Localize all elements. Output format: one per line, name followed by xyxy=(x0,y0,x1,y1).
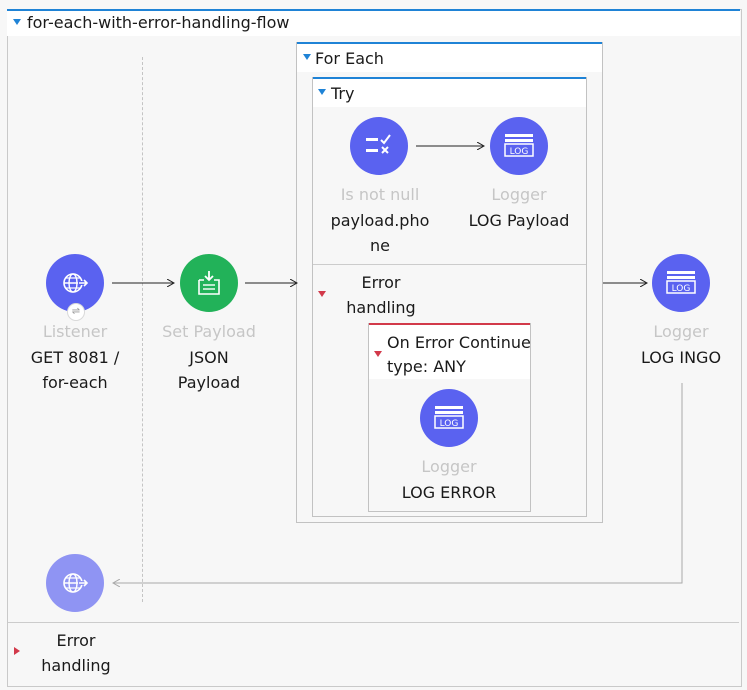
for-each-title: For Each xyxy=(315,49,384,68)
logger-icon: LOG xyxy=(666,271,696,294)
error-handling-divider xyxy=(8,622,739,623)
logger-error-category: Logger xyxy=(421,457,477,476)
collapse-triangle-icon[interactable] xyxy=(318,89,326,95)
for-each-header[interactable]: For Each xyxy=(297,42,602,72)
connector-return xyxy=(113,383,683,583)
is-not-null-node[interactable] xyxy=(350,117,408,175)
set-payload-node[interactable] xyxy=(180,254,238,312)
set-payload-name: JSON Payload xyxy=(177,348,241,392)
listener-category: Listener xyxy=(42,322,108,341)
try-title: Try xyxy=(331,84,355,103)
validation-icon xyxy=(366,134,391,154)
logger-error-node[interactable]: LOG xyxy=(420,389,478,447)
flow-error-handling-label[interactable]: Error handling xyxy=(41,631,111,675)
source-separator xyxy=(142,57,143,602)
is-not-null-category: Is not null xyxy=(340,185,420,204)
on-error-continue-title: On Error Continue xyxy=(387,333,531,352)
logger-payload-node[interactable]: LOG xyxy=(490,117,548,175)
set-payload-icon xyxy=(198,271,220,295)
set-payload-category: Set Payload xyxy=(162,322,256,341)
logger-payload-name: LOG Payload xyxy=(468,211,570,230)
collapse-triangle-icon[interactable] xyxy=(13,19,21,25)
globe-arrow-icon xyxy=(63,573,89,593)
listener-node[interactable] xyxy=(46,254,104,312)
logger-ingo-node[interactable]: LOG xyxy=(652,254,710,312)
svg-text:LOG: LOG xyxy=(440,419,459,429)
logger-payload-category: Logger xyxy=(491,185,547,204)
try-divider xyxy=(313,264,586,265)
flow-header[interactable]: for-each-with-error-handling-flow xyxy=(7,9,740,36)
collapse-triangle-icon[interactable] xyxy=(303,54,311,60)
flow-title: for-each-with-error-handling-flow xyxy=(27,13,290,32)
globe-arrow-icon xyxy=(63,273,89,293)
logger-icon: LOG xyxy=(504,134,534,157)
on-error-continue-type: type: ANY xyxy=(387,357,466,376)
logger-ingo-name: LOG INGO xyxy=(640,348,722,367)
inner-error-handling-label: Error handling xyxy=(346,273,416,317)
response-node[interactable] xyxy=(46,554,104,612)
logger-ingo-category: Logger xyxy=(653,322,709,341)
logger-error-name: LOG ERROR xyxy=(401,483,497,502)
svg-text:LOG: LOG xyxy=(672,284,691,294)
try-header[interactable]: Try xyxy=(313,77,586,107)
svg-text:LOG: LOG xyxy=(510,147,529,157)
on-error-continue-header[interactable]: On Error Continue type: ANY xyxy=(369,323,531,379)
sync-badge-icon: ⇌ xyxy=(67,303,85,321)
is-not-null-name: payload.pho ne xyxy=(330,211,430,255)
expand-triangle-icon[interactable] xyxy=(14,647,20,655)
expand-triangle-icon[interactable] xyxy=(318,291,326,297)
logger-icon: LOG xyxy=(434,406,464,429)
collapse-triangle-icon[interactable] xyxy=(374,351,382,357)
listener-name: GET 8081 / for-each xyxy=(30,348,120,392)
